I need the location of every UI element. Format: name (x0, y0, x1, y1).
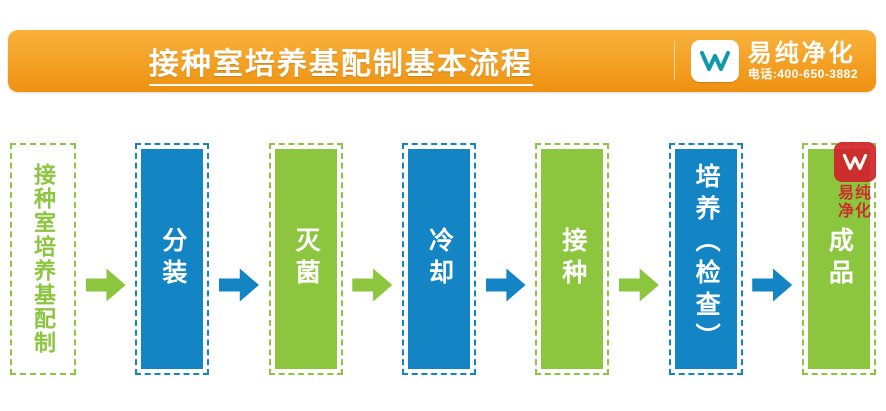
header-banner: 接种室培养基配制基本流程 易纯净化 电话:400-650-3882 (8, 30, 876, 92)
flow-step-label: 接种 (558, 227, 587, 291)
brand-text: 易纯净化 电话:400-650-3882 (748, 40, 858, 81)
seal-logo-icon (834, 142, 876, 182)
seal-text-row: 净化 (837, 202, 872, 220)
flow-step: 接种 (535, 143, 610, 375)
flow-step: 接种室培养基配制 (10, 143, 76, 375)
flow-step: 分装 (135, 143, 210, 375)
flow-step: 成品 (801, 143, 876, 375)
flow-step: 灭菌 (268, 143, 343, 375)
seal-text-row: 易纯 (837, 185, 872, 202)
brand-logo-icon (690, 40, 739, 82)
flow-arrow-icon (218, 268, 259, 302)
page-title-text: 接种室培养基配制基本流程 (148, 48, 533, 86)
flow-step: 冷却 (401, 143, 476, 375)
flow-step-label: 分装 (158, 227, 187, 291)
seal-text: 易纯 净化 (838, 185, 872, 220)
flow-arrow-icon (752, 268, 793, 302)
flow-arrow-icon (352, 268, 393, 302)
flow-arrow-icon (85, 268, 126, 302)
flow-step-label: 接种室培养基配制 (31, 163, 56, 355)
flow-step-label: 成品 (825, 227, 854, 291)
brand-phone: 电话:400-650-3882 (747, 66, 858, 81)
flow-step: 培养（检查） (668, 143, 743, 375)
flow-step-label: 灭菌 (292, 227, 321, 291)
flowchart: 接种室培养基配制 分装 灭菌 冷却 接种 培养（检查） 成品 (10, 143, 876, 379)
flow-arrow-icon (485, 268, 526, 302)
flow-step-label: 冷却 (425, 227, 454, 291)
flow-step-label: 培养（检查） (692, 163, 721, 355)
brand-seal: 易纯 净化 (832, 142, 878, 220)
page-title: 接种室培养基配制基本流程 (8, 39, 674, 86)
brand-block: 易纯净化 电话:400-650-3882 (681, 40, 876, 82)
brand-name: 易纯净化 (747, 40, 856, 68)
banner-divider (673, 41, 675, 81)
flow-arrow-icon (618, 268, 659, 302)
